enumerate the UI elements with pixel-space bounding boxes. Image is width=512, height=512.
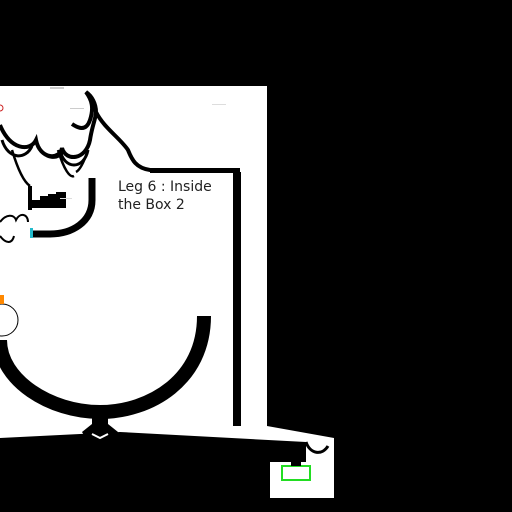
goal-stem [291, 458, 301, 466]
speck [212, 104, 226, 105]
orange-marker [0, 295, 4, 304]
play-area [0, 86, 334, 498]
speck [50, 87, 64, 89]
corner-bump [304, 441, 330, 454]
cyan-marker [30, 228, 33, 238]
bowl-stand [82, 410, 118, 442]
speck [60, 198, 72, 199]
stair-post [28, 186, 32, 210]
level-title: Leg 6 : Inside the Box 2 [118, 179, 212, 213]
bowl-stand-notch [91, 433, 109, 440]
staircase-block [32, 192, 66, 208]
small-cloud [0, 214, 29, 243]
speck [70, 108, 84, 109]
red-marker [0, 104, 4, 112]
inner-curve-wall [10, 149, 90, 188]
j-cup [30, 178, 96, 238]
right-wall [233, 172, 241, 426]
top-wall [150, 168, 240, 173]
